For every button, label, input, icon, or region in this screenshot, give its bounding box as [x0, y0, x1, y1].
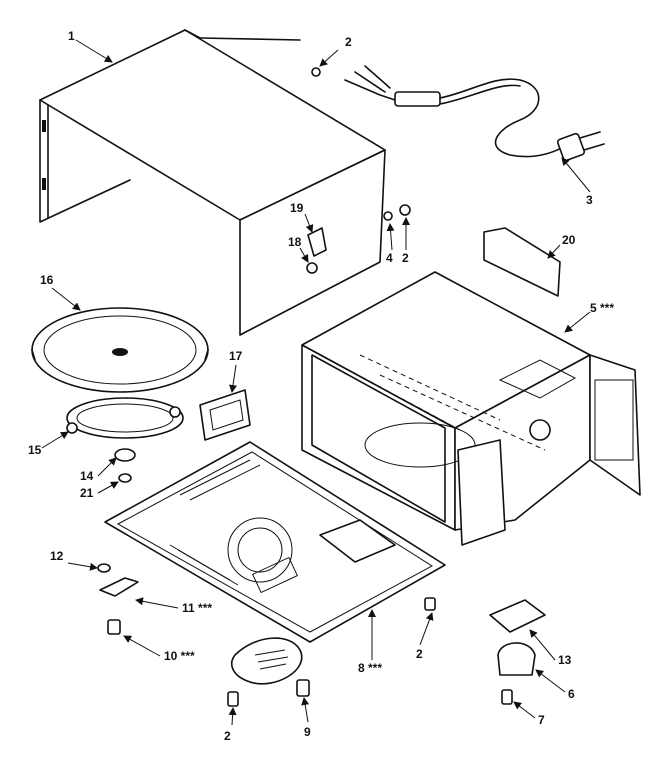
leader-lines	[41, 39, 591, 726]
callout-16: 16	[40, 273, 54, 287]
callout-7: 7	[538, 713, 545, 727]
callout-17: 17	[229, 349, 243, 363]
callout-10: 10 ***	[164, 649, 195, 663]
callout-2-side: 2	[402, 251, 409, 265]
callout-21: 21	[80, 486, 94, 500]
interlock-switch-parts	[306, 227, 327, 274]
oven-chassis	[301, 271, 641, 546]
side-panel-20	[483, 227, 561, 297]
callout-2-base: 2	[416, 647, 423, 661]
roller-ring	[66, 397, 184, 439]
callout-12: 12	[50, 549, 64, 563]
bracket-17	[199, 389, 251, 441]
coupler-parts	[114, 448, 136, 483]
callout-15: 15	[28, 443, 42, 457]
power-cord	[344, 65, 605, 162]
outer-cabinet	[39, 29, 386, 336]
callout-13: 13	[558, 653, 572, 667]
callout-18: 18	[288, 235, 302, 249]
callout-6: 6	[568, 687, 575, 701]
callout-2-bottom: 2	[224, 729, 231, 743]
foot-bracket-11	[97, 563, 139, 597]
screw-top	[311, 67, 411, 221]
screw-bottom	[227, 597, 436, 707]
callout-labels: 1 2 3 4 2 19 18 20 5 *** 16 17 15 14 21 …	[28, 29, 614, 743]
base-plate	[104, 441, 446, 643]
foot-10	[107, 619, 121, 635]
callout-8: 8 ***	[358, 661, 382, 675]
callout-5: 5 ***	[590, 301, 614, 315]
callout-9: 9	[304, 725, 311, 739]
cover-plate	[231, 637, 303, 685]
callout-19: 19	[290, 201, 304, 215]
callout-3: 3	[586, 193, 593, 207]
callout-11: 11 ***	[182, 601, 212, 615]
callout-4: 4	[386, 251, 393, 265]
motor-assembly	[489, 599, 546, 705]
callout-1: 1	[68, 29, 75, 43]
callout-2-top: 2	[345, 35, 352, 49]
callout-14: 14	[80, 469, 94, 483]
turntable-tray	[31, 307, 209, 393]
callout-20: 20	[562, 233, 576, 247]
